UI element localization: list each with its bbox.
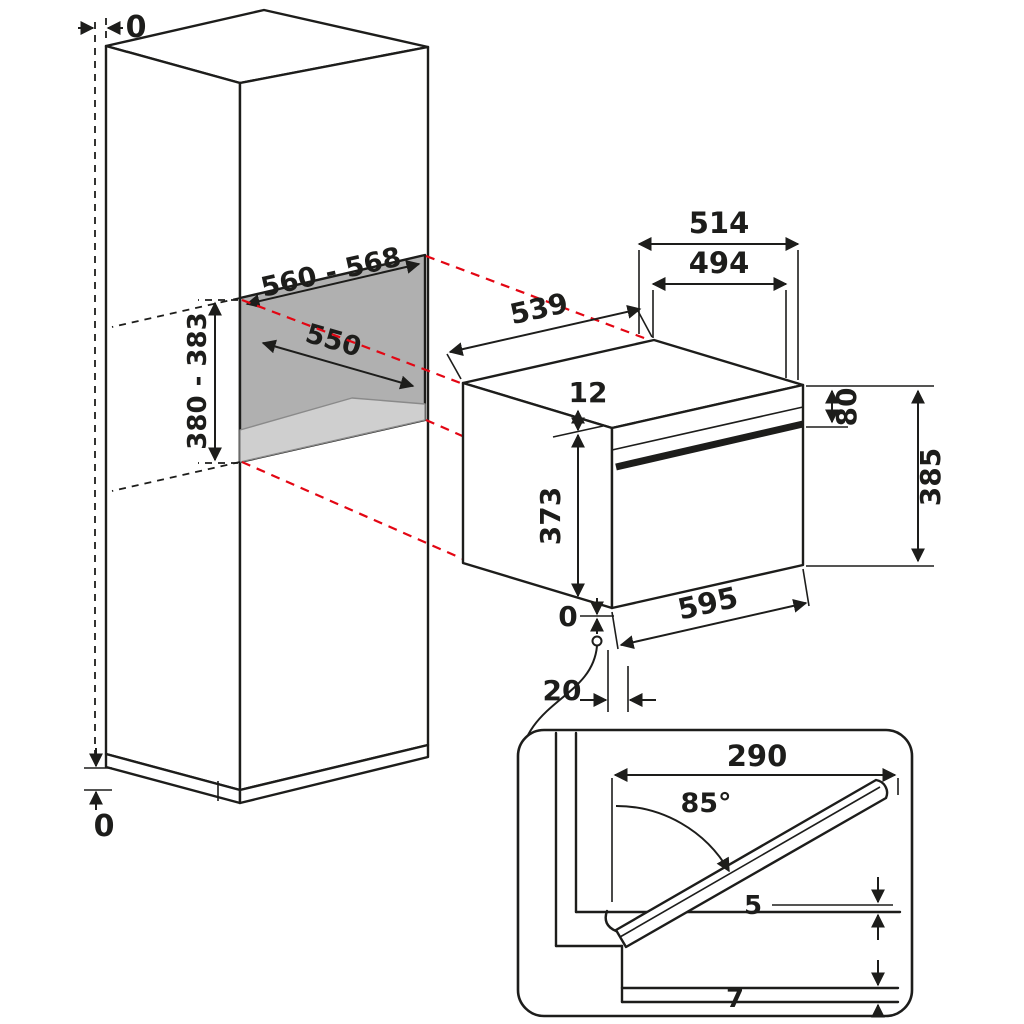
oven-width-recess-label: 494 [689,246,750,280]
projection-label: 290 [727,739,788,773]
angle-label: 85° [680,788,731,819]
top-gap-label: 12 [569,376,608,409]
control-panel-line [611,406,804,451]
width-extension-right [802,568,810,607]
oven-depth-arrow [448,304,642,357]
oven-depth-label: 539 [507,286,571,331]
door-detail-view: 290 85° 5 7 [516,728,914,1018]
bottom-flush-label: 0 [558,600,577,633]
bottom-clearance-label: 0 [94,809,115,844]
gap7-label: 7 [726,984,744,1014]
depth-extension-back [637,310,653,338]
niche-hidden-edge-top [111,297,241,328]
cabinet-base-front [238,743,430,805]
angle-arc [615,804,730,873]
cabinet-column [94,8,430,805]
door-hinge-hook [604,909,618,933]
projection-lines [241,254,655,561]
door-top-tick [552,425,604,438]
detail-leader-point [591,635,603,647]
oven-dimensions: 539 514 494 12 373 80 385 595 [446,206,947,712]
door-inner-line [619,786,881,938]
door-handle [615,420,804,471]
projection-line-bottom-left [241,460,464,561]
oven-body [461,338,805,610]
oven-width-back-label: 514 [689,206,750,240]
niche-height-label: 380 - 383 [183,312,213,449]
oven-front-face [610,383,805,610]
panel-height-label: 80 [830,388,863,427]
gap5-label: 5 [744,891,762,921]
niche-depth-arrow [261,339,415,390]
cabinet-left-face [104,44,242,792]
oven-width-arrow [619,598,808,650]
niche-hidden-edge-bottom [111,461,241,492]
niche-width-arrow [245,260,421,308]
niche-floor [239,397,426,463]
front-clearance-label: 20 [543,674,582,707]
oven-height-label: 385 [914,448,947,506]
door-height-label: 373 [534,487,567,545]
top-clearance-label: 0 [126,10,147,45]
projection-line-top-right [425,254,653,343]
depth-extension-front [446,353,462,380]
projection-line-top-left [241,298,464,386]
width-extension-left [611,611,619,650]
